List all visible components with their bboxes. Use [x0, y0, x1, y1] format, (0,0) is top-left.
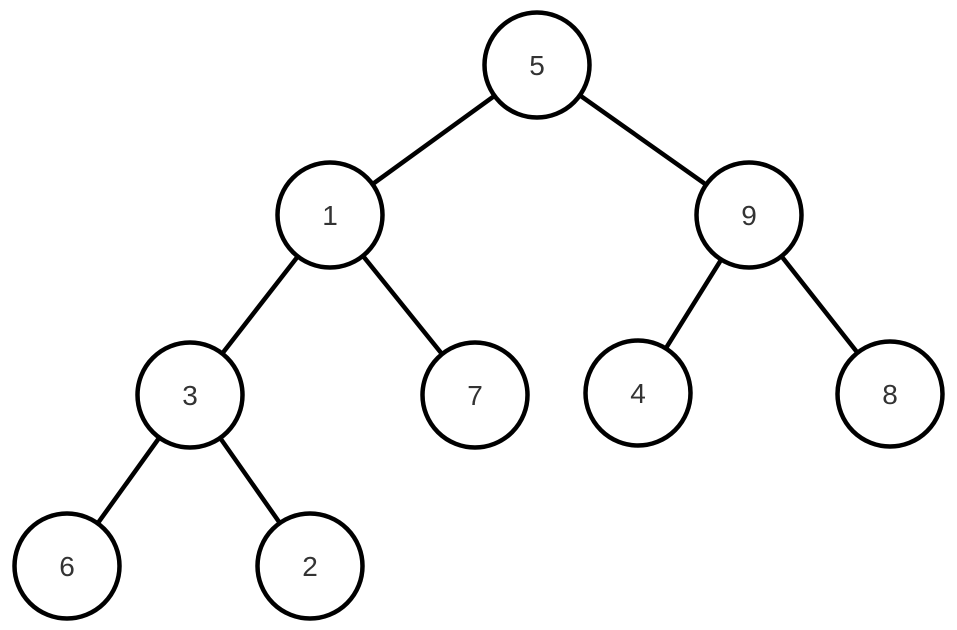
tree-node-1: 1 [275, 160, 385, 270]
tree-node-circle-2 [255, 511, 365, 621]
tree-node-label-9: 9 [741, 200, 757, 231]
tree-node-label-4: 4 [630, 378, 646, 409]
tree-node-label-7: 7 [467, 380, 483, 411]
tree-node-circle-1 [275, 160, 385, 270]
tree-node-circle-5 [482, 10, 592, 120]
tree-node-label-1: 1 [322, 200, 338, 231]
tree-node-label-8: 8 [882, 379, 898, 410]
tree-node-label-3: 3 [182, 380, 198, 411]
tree-node-2: 2 [255, 511, 365, 621]
tree-node-label-5: 5 [529, 50, 545, 81]
tree-node-3: 3 [135, 340, 245, 450]
tree-node-9: 9 [694, 160, 804, 270]
tree-node-label-2: 2 [302, 551, 318, 582]
tree-node-5: 5 [482, 10, 592, 120]
tree-node-circle-4 [583, 338, 693, 448]
tree-node-4: 4 [583, 338, 693, 448]
tree-node-circle-7 [420, 340, 530, 450]
tree-node-circle-6 [12, 511, 122, 621]
tree-node-7: 7 [420, 340, 530, 450]
tree-node-circle-8 [835, 339, 945, 449]
tree-node-circle-9 [694, 160, 804, 270]
tree-node-6: 6 [12, 511, 122, 621]
tree-node-label-6: 6 [59, 551, 75, 582]
tree-node-8: 8 [835, 339, 945, 449]
tree-node-circle-3 [135, 340, 245, 450]
